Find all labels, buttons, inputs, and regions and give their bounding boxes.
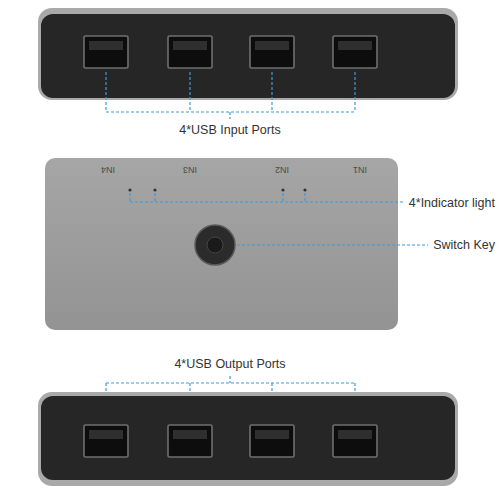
usb-port [168,425,212,457]
usb-port [333,425,377,457]
output-edge-view [38,392,458,486]
port-label: IN3 [183,165,197,175]
usb-port [250,36,294,68]
usb-port [84,425,128,457]
port-label: IN4 [101,165,115,175]
indicator-dots [128,188,306,191]
housing-face [41,396,455,480]
housing-face [41,14,455,98]
usb-port-group [84,36,377,68]
switch-key-symbol [195,225,235,265]
usb-port [250,425,294,457]
callout-label: 4*USB Input Ports [178,123,281,137]
port-label: IN1 [353,165,367,175]
housing-frame [38,392,458,486]
callout-label: 4*Indicator light [408,196,496,210]
housing-frame [38,8,458,100]
port-label: IN2 [275,165,289,175]
callout-label: Switch Key [432,238,496,252]
usb-port [84,36,128,68]
usb-port-group [84,425,377,457]
usb-port [168,36,212,68]
input-edge-view [38,8,458,100]
leader-line [130,193,428,245]
callout-label: 4*USB Output Ports [173,357,286,371]
usb-port [333,36,377,68]
bracket-line [106,72,355,119]
switch-housing [45,158,398,330]
switch-box: IN4 IN3 IN2 IN1 [45,158,398,330]
